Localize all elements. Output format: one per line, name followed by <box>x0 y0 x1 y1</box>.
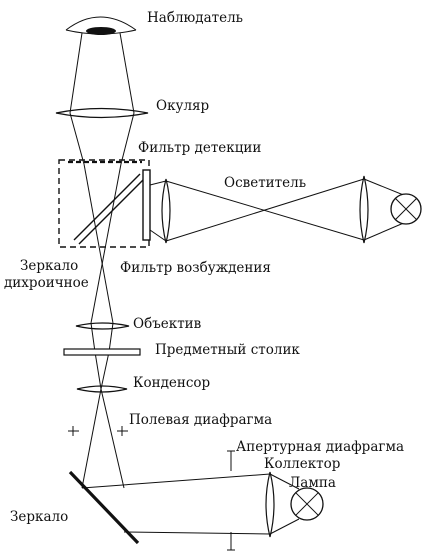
eyepiece-lens <box>55 107 149 119</box>
label-mirror: Зеркало <box>10 509 68 525</box>
label-excitation-filter: Фильтр возбуждения <box>120 260 271 276</box>
illuminator-lens-2 <box>359 175 369 244</box>
aperture-diaphragm <box>227 450 235 551</box>
label-field-diaphragm: Полевая диафрагма <box>129 412 272 428</box>
lower-ray-paths <box>81 473 300 535</box>
illuminator-lens-1 <box>161 178 171 244</box>
illuminator-lamp-icon <box>390 193 422 225</box>
upper-ray-paths <box>69 32 135 489</box>
label-collector: Коллектор <box>264 456 340 472</box>
objective-lens <box>75 322 130 330</box>
label-illuminator: Осветитель <box>224 175 306 191</box>
illuminator-ray-paths <box>149 178 407 242</box>
field-diaphragm <box>68 426 128 436</box>
label-aperture-diaphragm: Апертурная диафрагма <box>236 439 404 455</box>
collector-lens <box>265 471 275 538</box>
label-dichroic-mirror-line2: дихроичное <box>4 275 89 291</box>
excitation-filter <box>142 169 151 241</box>
label-eyepiece: Окуляр <box>156 98 209 114</box>
label-objective: Объектив <box>133 316 202 332</box>
eye-icon <box>65 16 137 35</box>
label-dichroic-mirror-line1: Зеркало <box>20 258 78 274</box>
mirror <box>68 470 140 545</box>
label-condenser: Конденсор <box>133 375 210 391</box>
condenser-lens <box>76 385 128 393</box>
label-lamp: Лампа <box>289 475 336 491</box>
label-detection-filter: Фильтр детекции <box>138 140 261 156</box>
label-stage: Предметный столик <box>155 342 300 358</box>
label-observer: Наблюдатель <box>147 10 243 26</box>
filter-cube-outline <box>58 159 150 248</box>
lamp-icon <box>290 487 324 521</box>
dichroic-mirror <box>73 173 146 245</box>
specimen-stage <box>63 348 141 356</box>
